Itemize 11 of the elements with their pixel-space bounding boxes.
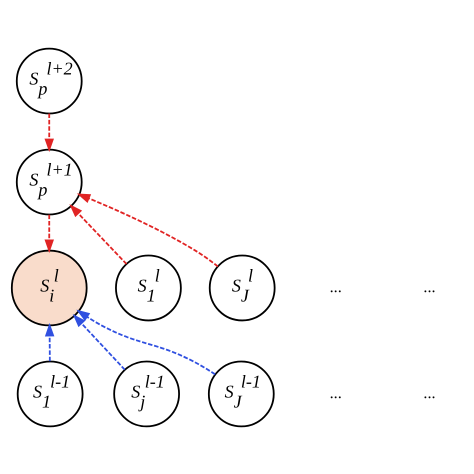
arrow bbox=[44, 322, 54, 361]
label: ... bbox=[330, 277, 342, 296]
label: ... bbox=[330, 383, 342, 402]
arrow bbox=[69, 204, 128, 264]
arrow bbox=[44, 214, 54, 253]
arrow bbox=[76, 193, 218, 267]
arrow bbox=[72, 313, 126, 370]
arrow bbox=[44, 113, 54, 152]
arrow bbox=[76, 309, 216, 375]
label: ... bbox=[423, 383, 436, 402]
label: ... bbox=[423, 277, 436, 296]
